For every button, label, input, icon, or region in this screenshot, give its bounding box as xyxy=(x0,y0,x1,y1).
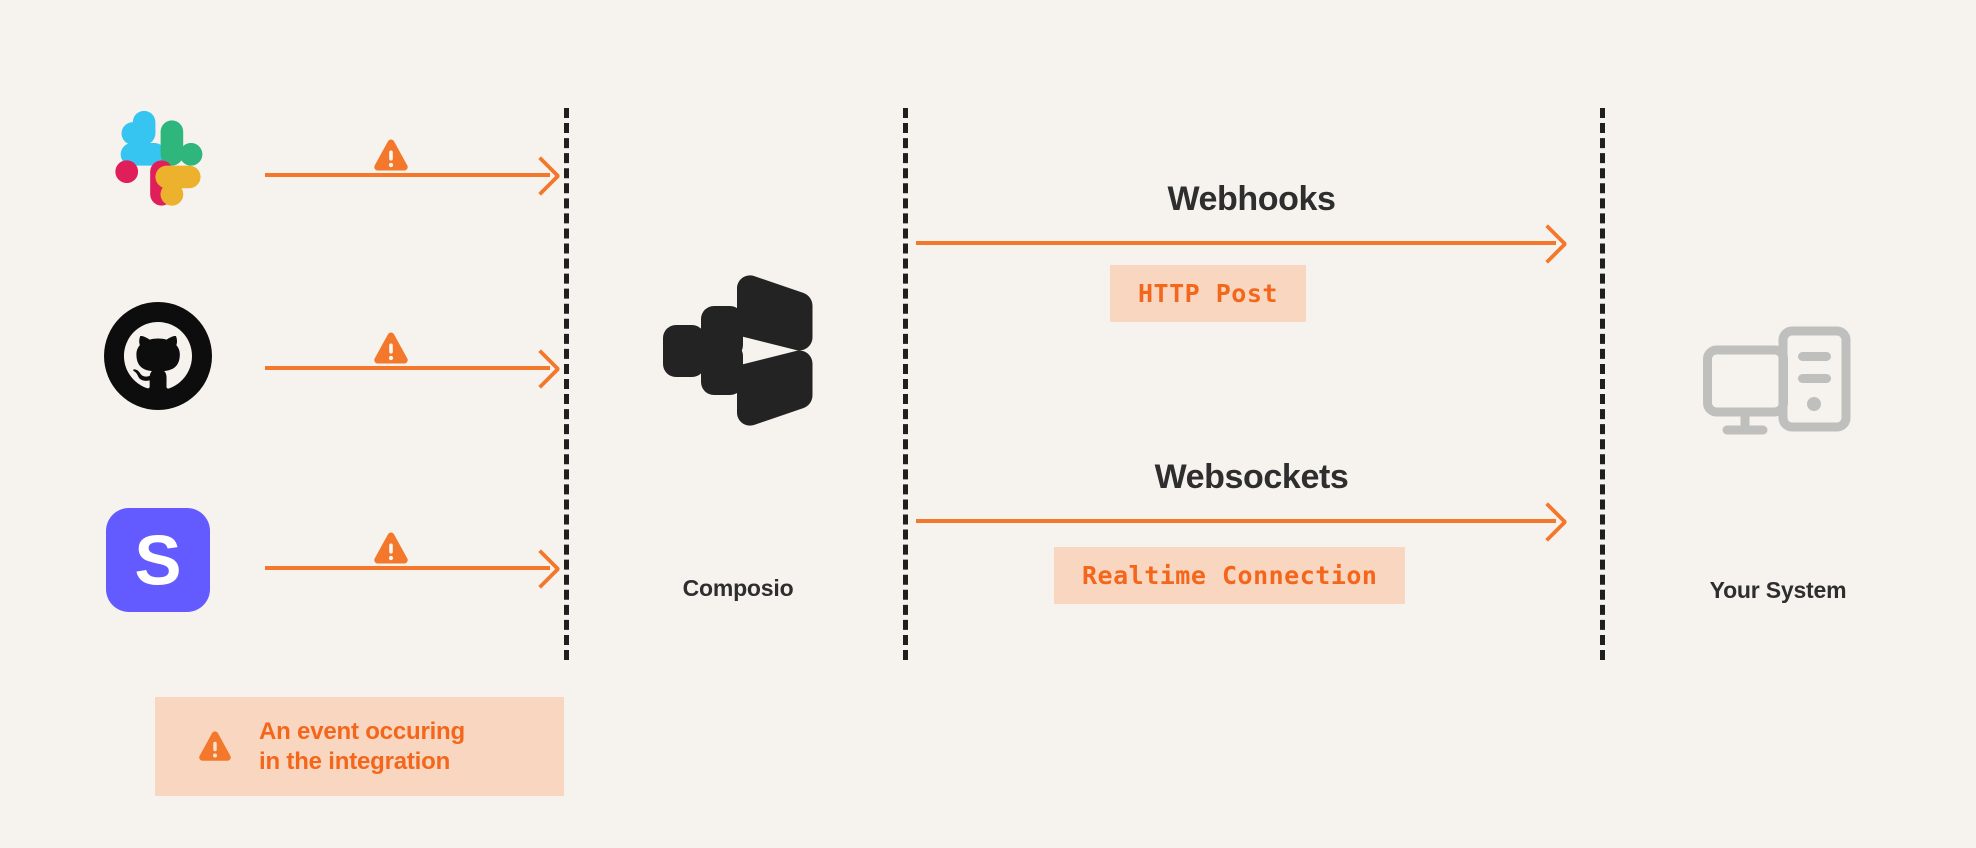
divider-line-right xyxy=(1600,108,1605,660)
warning-triangle-icon xyxy=(372,138,410,179)
stripe-logo-icon: S xyxy=(106,508,210,612)
legend-text: An event occuring in the integration xyxy=(259,717,465,776)
composio-logo[interactable] xyxy=(663,268,813,438)
integration-row-slack xyxy=(100,105,570,225)
composio-label: Composio xyxy=(682,575,794,601)
webhooks-badge: HTTP Post xyxy=(1110,265,1306,322)
warning-triangle-icon xyxy=(197,730,233,764)
desktop-computer-icon xyxy=(1702,325,1852,450)
slack-logo[interactable] xyxy=(100,105,216,221)
integration-row-github xyxy=(100,298,570,418)
your-system-label: Your System xyxy=(1709,577,1847,603)
composio-logo-icon xyxy=(663,275,813,426)
webhooks-title: Webhooks xyxy=(1167,180,1336,218)
websockets-badge: Realtime Connection xyxy=(1054,547,1406,604)
stripe-logo[interactable]: S xyxy=(100,502,216,618)
websockets-title: Websockets xyxy=(1154,458,1349,496)
warning-triangle-icon xyxy=(372,331,410,372)
divider-line-middle xyxy=(903,108,908,660)
integration-row-stripe: S xyxy=(100,498,570,618)
slack-logo-icon xyxy=(115,110,203,206)
legend-box: An event occuring in the integration xyxy=(155,697,564,796)
warning-triangle-icon xyxy=(372,531,410,572)
legend-line-2: in the integration xyxy=(259,747,451,775)
github-logo-icon xyxy=(104,302,212,410)
legend-line-1: An event occuring xyxy=(259,717,465,745)
divider-line-left xyxy=(564,108,569,660)
github-logo[interactable] xyxy=(100,298,216,414)
svg-text:S: S xyxy=(134,521,181,600)
